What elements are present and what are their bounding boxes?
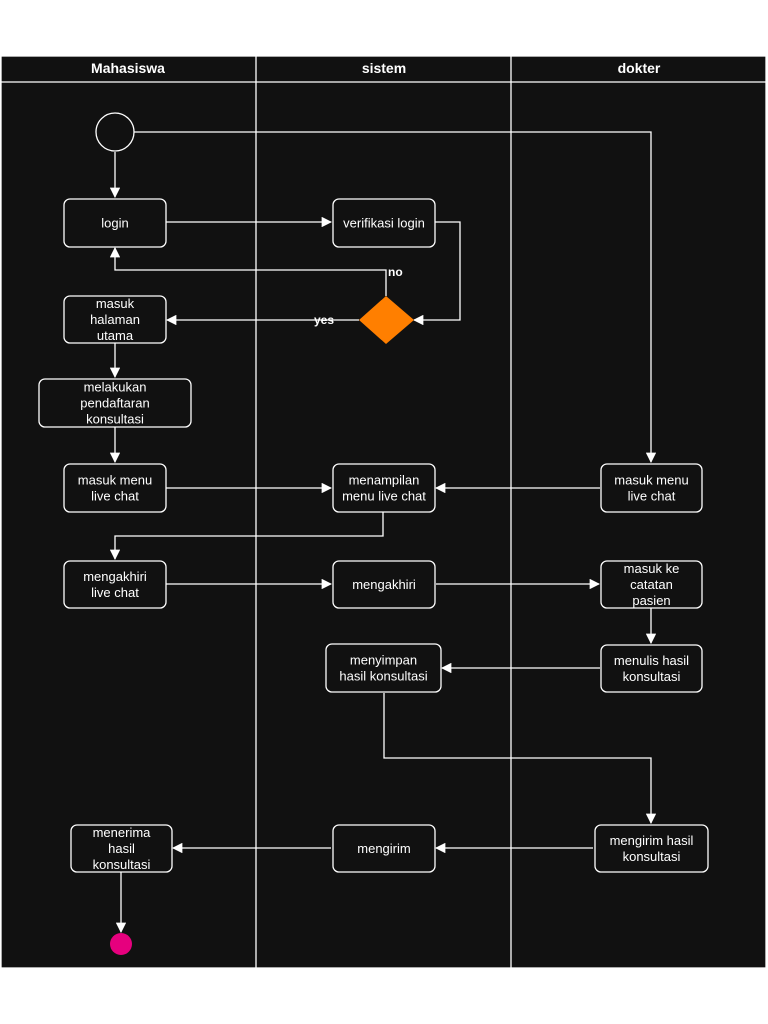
node-label: menulis hasil bbox=[614, 653, 689, 668]
node-label: masuk menu bbox=[614, 473, 688, 488]
node-label: melakukan bbox=[84, 380, 147, 395]
node-label: menu live chat bbox=[342, 489, 426, 504]
node-label: konsultasi bbox=[623, 849, 681, 864]
node-label: masuk menu bbox=[78, 473, 152, 488]
node-label: mengirim hasil bbox=[610, 833, 694, 848]
node-label: halaman bbox=[90, 312, 140, 327]
node-box bbox=[332, 463, 436, 513]
decision-node bbox=[359, 296, 414, 344]
action-verifikasi-login: verifikasi login bbox=[332, 198, 436, 248]
final-node bbox=[110, 933, 132, 955]
node-label: masuk bbox=[96, 296, 135, 311]
node-label: konsultasi bbox=[86, 412, 144, 427]
lane-title-dokter: dokter bbox=[618, 60, 661, 76]
edge-menyimpan-mengirim bbox=[383, 693, 657, 825]
node-label: konsultasi bbox=[623, 669, 681, 684]
node-label: verifikasi login bbox=[343, 216, 425, 231]
edge-menampilkan-akhiri bbox=[109, 512, 384, 561]
node-box bbox=[332, 824, 436, 873]
node-box bbox=[325, 643, 442, 693]
node-label: mengakhiri bbox=[83, 569, 147, 584]
node-box bbox=[63, 295, 167, 344]
node-label: live chat bbox=[91, 489, 139, 504]
lane-title-sistem: sistem bbox=[362, 60, 406, 76]
action-login: login bbox=[63, 198, 167, 248]
label-yes: yes bbox=[314, 313, 334, 327]
node-label: menampilan bbox=[349, 473, 420, 488]
node-box bbox=[600, 560, 703, 609]
node-box bbox=[63, 560, 167, 609]
node-label: live chat bbox=[628, 489, 676, 504]
node-label: masuk ke bbox=[624, 561, 680, 576]
node-label: utama bbox=[97, 328, 134, 343]
node-box bbox=[332, 198, 436, 248]
edge-verifikasi-decision bbox=[412, 221, 461, 326]
node-box bbox=[332, 560, 436, 609]
node-label: pasien bbox=[632, 593, 670, 608]
action-mengirim: mengirim bbox=[332, 824, 436, 873]
node-label: menyimpan bbox=[350, 653, 417, 668]
edge-start-dokter bbox=[134, 131, 657, 464]
action-mengakhiri-sistem: mengakhiri bbox=[332, 560, 436, 609]
node-label: pendaftaran bbox=[80, 396, 149, 411]
node-box bbox=[600, 644, 703, 693]
node-label: konsultasi bbox=[93, 857, 151, 872]
label-no: no bbox=[388, 265, 403, 279]
lane-title-mahasiswa: Mahasiswa bbox=[91, 60, 165, 76]
node-label: live chat bbox=[91, 585, 139, 600]
node-box bbox=[38, 378, 192, 428]
node-box bbox=[594, 824, 709, 873]
edges bbox=[109, 131, 657, 934]
node-box bbox=[63, 463, 167, 513]
start-node bbox=[95, 112, 135, 152]
node-label: mengirim bbox=[357, 841, 410, 856]
node-label: login bbox=[101, 216, 128, 231]
node-box bbox=[600, 463, 703, 513]
node-label: menerima bbox=[93, 825, 152, 840]
node-label: hasil bbox=[108, 841, 135, 856]
node-label: catatan bbox=[630, 577, 673, 592]
node-label: mengakhiri bbox=[352, 577, 416, 592]
node-box bbox=[63, 198, 167, 248]
node-label: hasil konsultasi bbox=[339, 669, 427, 684]
edge-decision-no bbox=[109, 246, 387, 296]
node-box bbox=[70, 824, 173, 873]
